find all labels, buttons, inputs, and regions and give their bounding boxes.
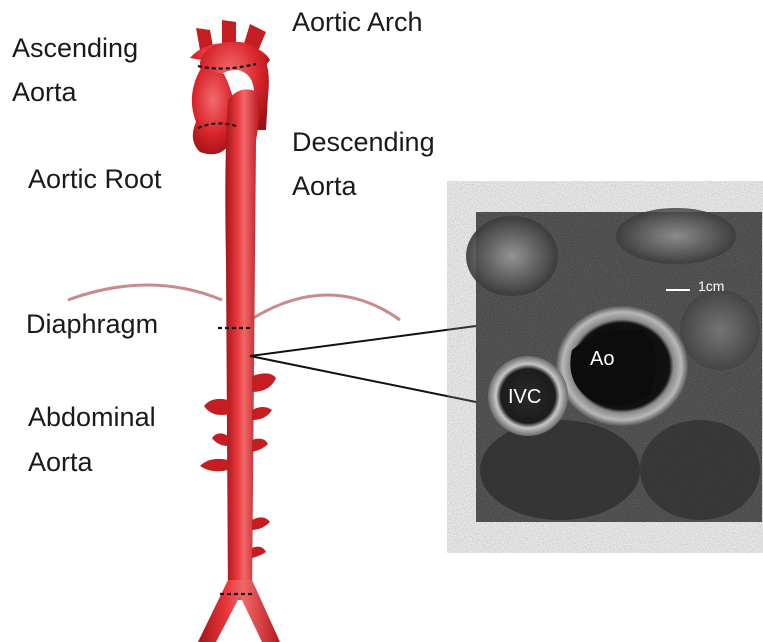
leader-lines — [250, 326, 476, 402]
label-abdominal-aorta-line2: Aorta — [28, 446, 93, 479]
label-abdominal-aorta-line1: Abdominal — [28, 401, 156, 434]
label-aortic-arch: Aortic Arch — [292, 6, 423, 39]
label-ascending-aorta-line1: Ascending — [12, 32, 138, 65]
label-aortic-root: Aortic Root — [28, 163, 162, 196]
mri-scale-label: 1cm — [698, 278, 724, 294]
label-descending-aorta-line1: Descending — [292, 126, 435, 159]
aorta-vessel — [190, 20, 280, 642]
mri-aorta-label: Ao — [590, 348, 614, 371]
label-descending-aorta-line2: Aorta — [292, 170, 357, 203]
mri-ivc-label: IVC — [508, 386, 541, 409]
label-diaphragm: Diaphragm — [26, 308, 158, 341]
label-ascending-aorta-line2: Aorta — [12, 76, 77, 109]
